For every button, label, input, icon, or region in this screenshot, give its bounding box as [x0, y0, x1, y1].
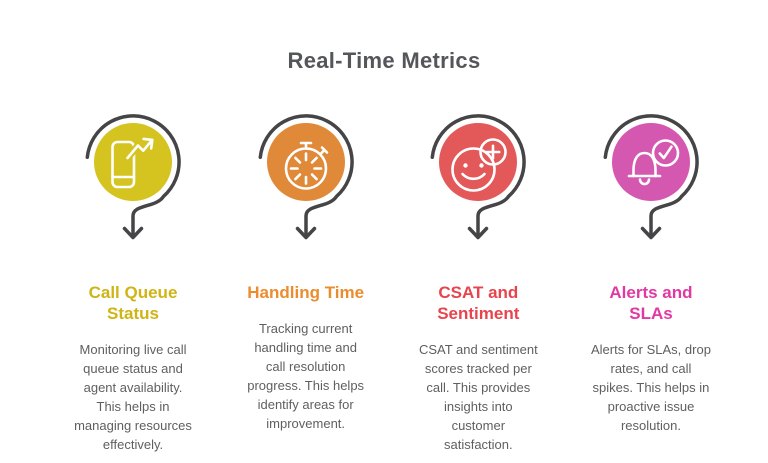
handling-time-graphic	[258, 114, 354, 240]
metric-description: Monitoring live call queue status and ag…	[74, 342, 192, 452]
circle-loop	[430, 114, 527, 239]
circle-loop	[85, 114, 181, 239]
metric-circle	[611, 123, 690, 201]
down-arrow-icon	[295, 226, 316, 240]
metric-title: Call Queue Status	[88, 283, 178, 323]
down-arrow-icon	[468, 226, 489, 240]
down-arrow-icon	[640, 226, 662, 240]
bell-check-icon	[627, 139, 680, 186]
metric-item-handling-time: Handling Time Tracking current handling …	[227, 112, 385, 454]
metric-circle	[439, 123, 518, 201]
stopwatch-icon	[284, 141, 328, 190]
metrics-row: Call Queue Status Monitoring live call q…	[54, 112, 730, 454]
metric-title: Handling Time	[247, 283, 365, 302]
metric-title: CSAT and Sentiment	[437, 283, 520, 323]
page-title: Real-Time Metrics	[287, 48, 481, 73]
metric-description: CSAT and sentiment scores tracked per ca…	[418, 342, 538, 452]
metric-description: Tracking current handling time and call …	[247, 321, 365, 431]
alerts-graphic	[603, 114, 699, 240]
circle-loop	[603, 114, 699, 239]
csat-graphic	[430, 114, 527, 240]
metric-item-call-queue-status: Call Queue Status Monitoring live call q…	[54, 112, 212, 454]
circle-loop	[258, 114, 354, 239]
down-arrow-icon	[122, 226, 144, 240]
metric-description: Alerts for SLAs, drop rates, and call sp…	[590, 342, 711, 433]
phone-trend-up-icon	[111, 137, 155, 189]
call-queue-graphic	[85, 114, 181, 240]
smiley-plus-icon	[451, 138, 508, 192]
metric-title: Alerts and SLAs	[609, 283, 693, 323]
metric-circle	[266, 123, 345, 201]
metric-item-alerts-slas: Alerts and SLAs Alerts for SLAs, drop ra…	[572, 112, 730, 454]
metric-item-csat-sentiment: CSAT and Sentiment CSAT and sentiment sc…	[399, 112, 557, 454]
